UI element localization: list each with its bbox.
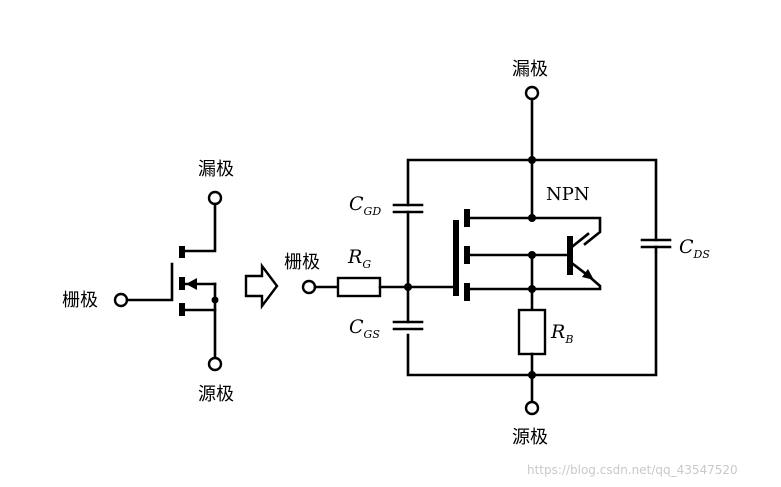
npn-label: NPN [546, 184, 590, 205]
gate-junction-dot [404, 283, 412, 291]
rb-label: RB [550, 321, 573, 346]
watermark-text: https://blog.csdn.net/qq_43547520 [527, 463, 738, 477]
npn-emitter-wire [530, 277, 602, 291]
npn-collector-wire [530, 216, 602, 246]
left-junction-dot [211, 296, 219, 304]
rb-resistor [517, 308, 547, 356]
right-drain-terminal [524, 85, 540, 101]
left-drain-label: 漏极 [198, 159, 234, 180]
left-source-wire [182, 308, 217, 359]
cgd-label: CGD [349, 193, 381, 218]
right-gate-label: 栅极 [284, 252, 320, 273]
drain-top-junction-dot [528, 156, 536, 164]
npn-collector-diag [571, 232, 590, 248]
right-gate-terminal [301, 279, 317, 295]
left-gate-terminal [113, 292, 129, 308]
cds-label: CDS [679, 236, 710, 261]
left-source-label: 源极 [198, 384, 234, 405]
cgs-label: CGS [349, 316, 380, 341]
left-drain-wire [182, 202, 217, 253]
right-source-label: 源极 [512, 427, 548, 448]
equivalent-arrow-icon [244, 262, 279, 310]
npn-emitter-arrow-icon [582, 269, 594, 280]
right-source-terminal [524, 400, 540, 416]
mosfet-symbol: 漏极 栅极 源极 [62, 159, 234, 405]
left-source-terminal [207, 356, 223, 372]
right-drain-label: 漏极 [512, 59, 548, 80]
rg-label: RG [347, 246, 371, 271]
left-body-arrow-icon [186, 278, 197, 290]
rg-resistor [336, 276, 382, 298]
left-gate-label: 栅极 [62, 290, 98, 311]
left-gate-wire [125, 262, 174, 302]
equivalent-circuit: 漏极 CGD CGS CDS 栅极 RG [284, 59, 710, 448]
left-drain-terminal [207, 190, 223, 206]
